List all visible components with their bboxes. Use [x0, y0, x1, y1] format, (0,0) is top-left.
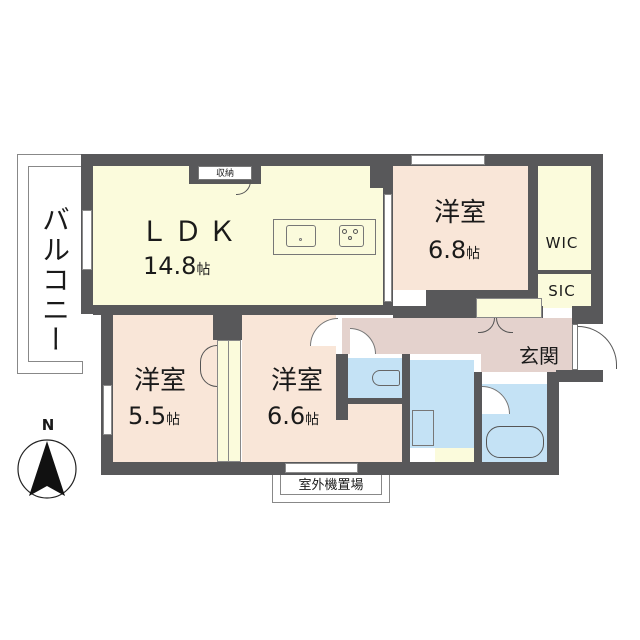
outdoor-unit-label: 室外機置場 — [298, 478, 364, 493]
outer-wall-top — [81, 154, 603, 166]
toilet-bowl-icon — [372, 370, 400, 386]
bedroom-pillar — [213, 312, 243, 340]
ldk-bottom-wall — [93, 305, 393, 315]
washbasin-icon — [412, 410, 434, 446]
balcony-inner — [28, 166, 83, 362]
toilet-wall-right — [402, 354, 410, 464]
burner-3-icon — [348, 236, 352, 240]
bedroom-closets — [217, 340, 241, 462]
entrance-label: 玄関 — [519, 344, 559, 368]
ldk-notch — [370, 166, 386, 188]
outer-wall-right — [591, 154, 603, 324]
sic-label: SIC — [548, 282, 576, 300]
closet-divider — [228, 340, 229, 462]
bedroom-6-8-name: 洋室 — [433, 198, 486, 228]
outdoor-unit-box — [280, 475, 382, 495]
outer-wall-right-lower — [547, 370, 559, 475]
wic-sic-divider — [538, 270, 591, 274]
bedroom-5-5-size-value: 5.5 — [128, 402, 167, 430]
ldk-left-window — [82, 210, 92, 270]
bedroom-6-6-bottom-window — [285, 463, 358, 473]
compass-icon — [16, 438, 78, 500]
ldk-size-unit: 帖 — [196, 262, 211, 278]
ldk-size: 14.8帖 — [143, 254, 253, 278]
bedroom-6-8-size: 6.8帖 — [428, 238, 508, 262]
wic-label: WIC — [545, 234, 579, 252]
burner-1-icon — [342, 229, 347, 234]
hallway — [342, 318, 572, 354]
bedroom-5-5-size-unit: 帖 — [166, 412, 181, 428]
bedroom-5-5-size: 5.5帖 — [128, 404, 208, 428]
balcony-label: バルコニー — [38, 205, 71, 355]
bedroom-5-5-left-window — [103, 385, 112, 435]
bedroom-6-6-size-unit: 帖 — [305, 412, 320, 428]
bedroom-6-8-size-value: 6.8 — [428, 236, 467, 264]
walk-in-closet — [538, 166, 591, 270]
north-arrow-icon — [17, 439, 77, 499]
ldk-size-value: 14.8 — [143, 252, 197, 280]
bedroom-6-6-size: 6.6帖 — [267, 404, 347, 428]
stove-icon — [339, 225, 364, 247]
ldk-name: ＬＤＫ — [140, 215, 243, 248]
bedroom-5-5-name: 洋室 — [133, 366, 186, 396]
bedroom-6-6-size-value: 6.6 — [267, 402, 306, 430]
sink-icon — [286, 225, 316, 247]
bedroom-6-8-top-window — [411, 155, 485, 165]
sink-drain-icon — [299, 238, 302, 241]
compass-label: N — [41, 416, 55, 434]
hall-closet — [476, 298, 542, 318]
bedroom-6-6-extension — [336, 420, 386, 462]
ldk-inner-window — [384, 194, 392, 302]
storage-label: 収納 — [215, 169, 234, 179]
front-door-arc — [578, 326, 617, 369]
bathtub-icon — [486, 426, 544, 458]
washroom — [410, 360, 474, 448]
bedroom-6-6-name: 洋室 — [270, 366, 323, 396]
entrance-wall — [572, 306, 603, 324]
room-bedroom-5-5 — [113, 315, 217, 462]
outdoor-unit-area — [272, 475, 390, 503]
hallway-lower — [481, 350, 572, 372]
bedroom-6-8-right-wall — [528, 166, 538, 306]
bedroom-6-8-size-unit: 帖 — [466, 246, 481, 262]
burner-2-icon — [353, 229, 358, 234]
entrance-wall-lower — [556, 370, 603, 382]
shoe-in-closet — [538, 274, 591, 308]
washroom-floor — [435, 448, 474, 462]
storage — [198, 166, 252, 180]
washroom-wall — [474, 372, 482, 462]
room-bedroom-6-8 — [393, 166, 528, 290]
toilet-wall-bottom — [336, 398, 408, 404]
